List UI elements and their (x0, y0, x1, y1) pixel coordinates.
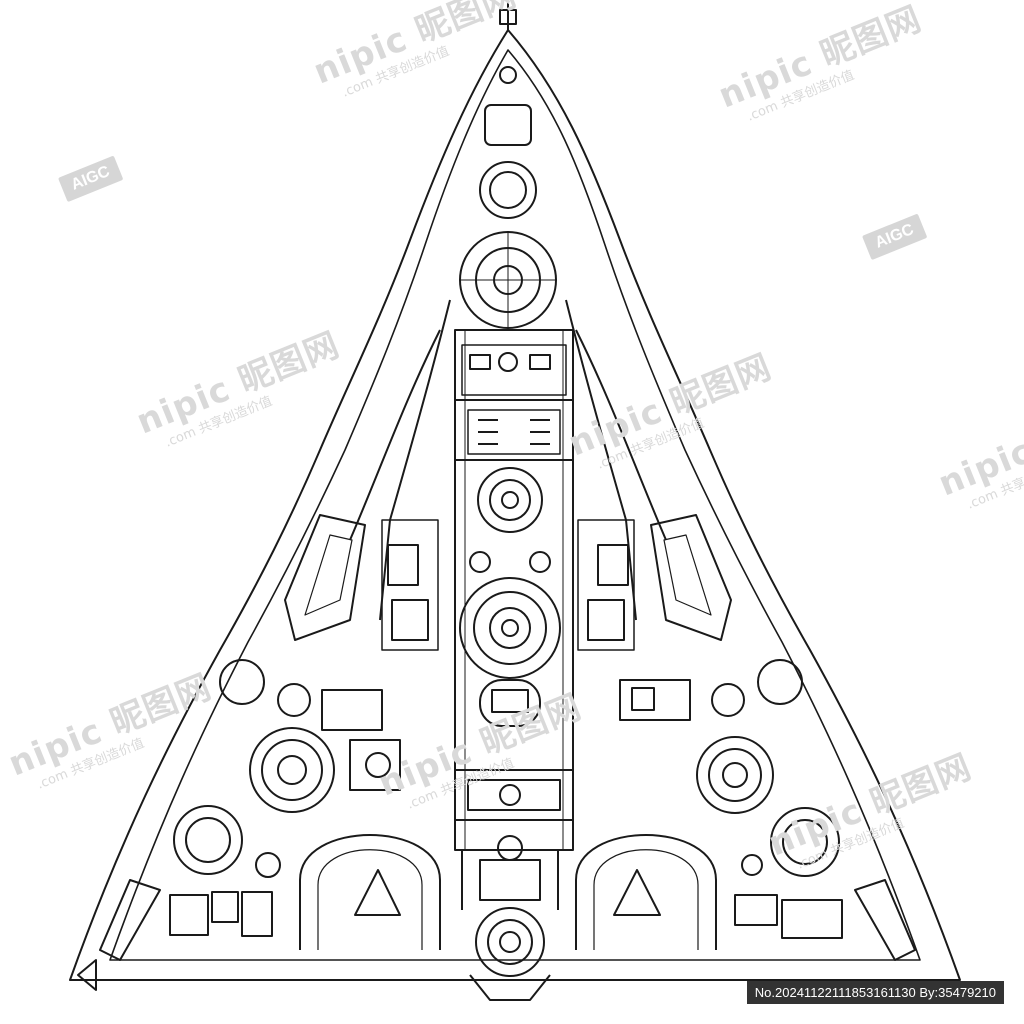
antenna-tip (499, 9, 517, 25)
inner-hull (109, 49, 921, 961)
nose-port (499, 66, 517, 84)
right-wing-pod (650, 514, 732, 641)
left-strut (379, 299, 451, 621)
right-bay (577, 519, 635, 651)
outer-hull (69, 29, 961, 981)
right-strut (565, 299, 637, 621)
reactor-core-main (459, 577, 561, 679)
main-nozzle (475, 907, 545, 977)
right-turbine (696, 736, 774, 814)
left-bay (381, 519, 439, 651)
reactor-core-upper (477, 467, 543, 533)
forward-ring-small (479, 161, 537, 219)
right-engine-arch (575, 834, 717, 950)
control-panel (461, 344, 567, 396)
image-id-footer: No.20241122111853161130 By:35479210 (746, 981, 1004, 1004)
central-spine (454, 329, 574, 851)
nose-module (484, 104, 532, 146)
right-thruster (770, 807, 840, 877)
left-thruster (173, 805, 243, 875)
left-turbine (249, 727, 335, 813)
left-wing-pod (284, 514, 366, 641)
left-engine-arch (299, 834, 441, 950)
